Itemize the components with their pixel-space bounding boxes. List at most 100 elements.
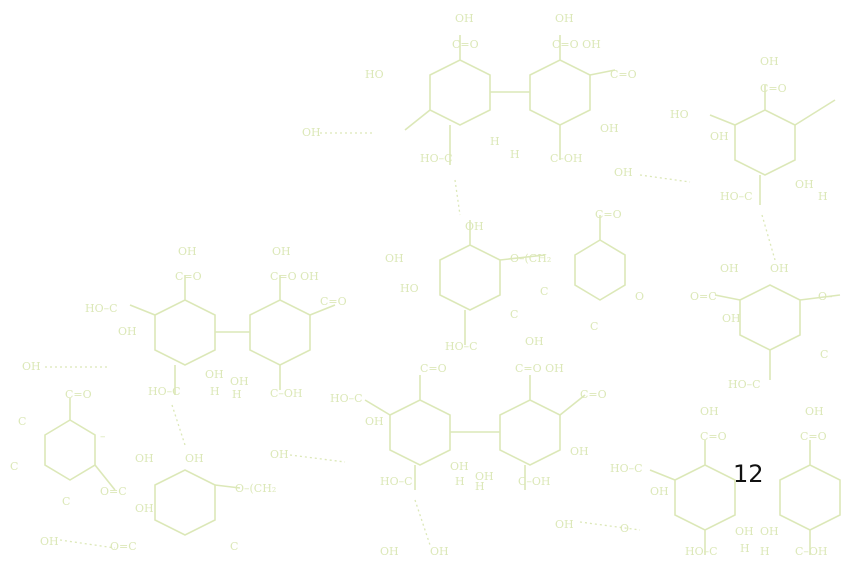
svg-text:OH: OH xyxy=(22,360,41,373)
svg-text:C–OH: C–OH xyxy=(795,545,828,558)
svg-text:OH: OH xyxy=(272,245,291,258)
molecule-left-lower: C=O C – CO=C C xyxy=(10,388,127,508)
svg-text:C=O: C=O xyxy=(420,362,447,375)
svg-text:C=O: C=O xyxy=(760,82,787,95)
svg-text:OH: OH xyxy=(465,220,484,233)
svg-text:OH: OH xyxy=(205,368,224,381)
svg-text:H: H xyxy=(455,475,465,488)
svg-text:OH: OH xyxy=(760,525,779,538)
svg-text:OH: OH xyxy=(178,245,197,258)
svg-text:O–(CH₂: O–(CH₂ xyxy=(235,482,276,495)
svg-text:HO–C: HO–C xyxy=(330,392,363,405)
molecule-lower-middle: OH C=O C=O OH HO–C C=O OH OH OH HO–C C–OH OH… xyxy=(270,335,607,558)
svg-text:HO–C: HO–C xyxy=(728,378,761,391)
svg-text:HO: HO xyxy=(365,68,384,81)
svg-text:HO–C: HO–C xyxy=(720,190,753,203)
svg-text:C: C xyxy=(62,495,70,508)
svg-text:C: C xyxy=(820,348,828,361)
svg-text:OH: OH xyxy=(770,262,789,275)
svg-text:HO–C: HO–C xyxy=(420,152,453,165)
svg-text:HO: HO xyxy=(400,282,419,295)
svg-text:OH: OH xyxy=(600,122,619,135)
svg-text:HO–C: HO–C xyxy=(85,302,118,315)
svg-text:OH: OH xyxy=(710,130,729,143)
svg-text:C–OH: C–OH xyxy=(270,387,303,400)
svg-text:OH: OH xyxy=(380,545,399,558)
svg-text:OH: OH xyxy=(650,485,669,498)
svg-text:OH: OH xyxy=(365,415,384,428)
svg-text:C=O: C=O xyxy=(65,388,92,401)
svg-text:OH: OH xyxy=(570,445,589,458)
svg-text:O=C: O=C xyxy=(110,540,137,553)
svg-text:O–(CH₂: O–(CH₂ xyxy=(510,252,551,265)
svg-text:OH: OH xyxy=(230,375,249,388)
svg-text:OH: OH xyxy=(700,405,719,418)
svg-text:C=O OH: C=O OH xyxy=(552,38,601,51)
svg-text:C: C xyxy=(18,415,26,428)
svg-text:HO–C: HO–C xyxy=(380,475,413,488)
svg-text:H: H xyxy=(475,480,485,493)
svg-text:O=C: O=C xyxy=(690,290,717,303)
svg-text:OH: OH xyxy=(720,262,739,275)
svg-text:OH: OH xyxy=(302,126,321,139)
svg-text:OH: OH xyxy=(525,335,544,348)
svg-text:C: C xyxy=(230,540,238,553)
svg-text:OH: OH xyxy=(795,178,814,191)
svg-text:C=O OH: C=O OH xyxy=(270,270,319,283)
svg-text:C=O: C=O xyxy=(175,270,202,283)
svg-text:OH: OH xyxy=(735,525,754,538)
svg-text:C: C xyxy=(10,460,18,473)
svg-text:H: H xyxy=(210,385,220,398)
svg-text:OH: OH xyxy=(614,166,633,179)
svg-text:H: H xyxy=(490,135,500,148)
svg-text:C=O: C=O xyxy=(610,68,637,81)
svg-text:OH: OH xyxy=(805,405,824,418)
svg-text:H: H xyxy=(818,190,828,203)
svg-text:H: H xyxy=(760,545,770,558)
svg-text:C: C xyxy=(510,308,518,321)
svg-text:O–: O– xyxy=(818,290,833,303)
molecule-bottom-left: OH OH O–(CH₂ OH OH O=C C xyxy=(40,452,276,553)
svg-text:C=O: C=O xyxy=(700,430,727,443)
svg-text:C–OH: C–OH xyxy=(518,475,551,488)
svg-text:H: H xyxy=(740,542,750,555)
molecule-right-middle: OH OH O=C O– OH C HO–C xyxy=(690,262,841,391)
svg-text:C=O: C=O xyxy=(595,208,622,221)
svg-text:C=O: C=O xyxy=(580,388,607,401)
svg-text:OH: OH xyxy=(118,325,137,338)
svg-text:HO–C: HO–C xyxy=(610,462,643,475)
svg-text:OH: OH xyxy=(40,535,59,548)
svg-text:O: O xyxy=(620,522,629,535)
svg-text:C=O: C=O xyxy=(800,430,827,443)
svg-text:C: C xyxy=(590,320,598,333)
svg-text:OH: OH xyxy=(455,12,474,25)
svg-text:OH: OH xyxy=(722,312,741,325)
svg-text:HO: HO xyxy=(670,108,689,121)
svg-text:OH: OH xyxy=(555,518,574,531)
svg-text:C=O: C=O xyxy=(320,295,347,308)
svg-text:OH: OH xyxy=(475,470,494,483)
svg-text:OH: OH xyxy=(135,452,154,465)
svg-text:HO–C: HO–C xyxy=(445,340,478,353)
page-number: 12 xyxy=(733,460,764,488)
molecule-upper-right: OH C=O HO OH HO–C OH H xyxy=(639,55,836,261)
svg-text:C: C xyxy=(540,285,548,298)
svg-text:OH: OH xyxy=(135,502,154,515)
svg-text:OH: OH xyxy=(185,452,204,465)
svg-text:O=C: O=C xyxy=(100,485,127,498)
svg-text:OH: OH xyxy=(450,460,469,473)
svg-text:OH: OH xyxy=(385,252,404,265)
svg-text:C=O: C=O xyxy=(452,38,479,51)
svg-text:C=O OH: C=O OH xyxy=(515,362,564,375)
svg-text:HO–C: HO–C xyxy=(685,545,718,558)
svg-text:OH: OH xyxy=(430,545,449,558)
svg-text:OH: OH xyxy=(555,12,574,25)
svg-text:OH: OH xyxy=(760,55,779,68)
svg-text:H: H xyxy=(232,388,242,401)
svg-text:C–OH: C–OH xyxy=(550,152,583,165)
